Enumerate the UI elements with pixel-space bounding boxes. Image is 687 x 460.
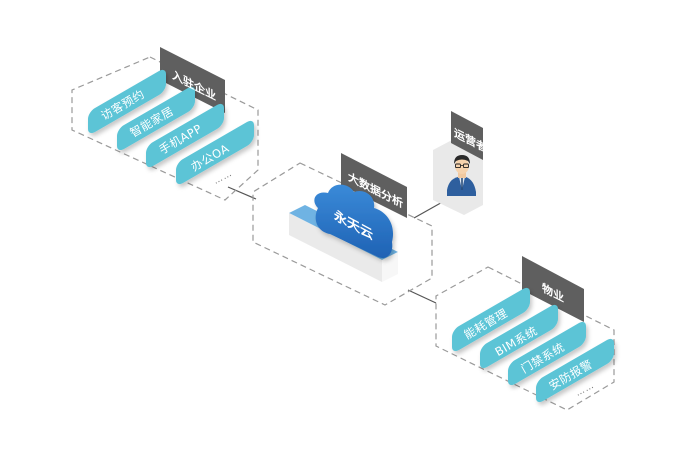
pill-smart-home[interactable] — [117, 84, 195, 153]
operator-group — [433, 111, 483, 215]
pill-visitor-booking[interactable] — [88, 67, 166, 136]
tenants-pills — [88, 67, 254, 187]
analytics-tag-bg — [341, 153, 407, 218]
pill-security-alarm[interactable] — [536, 336, 614, 405]
pill-energy-management[interactable] — [452, 285, 530, 354]
analytics-group — [252, 153, 433, 306]
tenants-tag-bg — [160, 47, 225, 113]
businessman-avatar-icon[interactable] — [447, 155, 476, 196]
property-pills — [452, 285, 614, 405]
pill-bim-system[interactable] — [480, 302, 558, 371]
property-dashed-outline — [435, 266, 615, 411]
pill-access-control[interactable] — [508, 319, 586, 388]
platform-front — [289, 213, 382, 282]
cloud-icon[interactable] — [314, 184, 394, 259]
connector-tenants-analytics — [227, 186, 257, 200]
tenants-dashed-outline — [71, 56, 259, 201]
connector-analytics-property — [407, 289, 437, 304]
property-tag-bg — [522, 256, 584, 322]
analytics-dashed-outline — [252, 162, 433, 306]
platform-side — [382, 252, 398, 282]
property-group — [435, 256, 615, 411]
tenants-group — [71, 47, 259, 201]
operator-tag-bg — [451, 111, 483, 160]
pill-mobile-app[interactable] — [146, 101, 224, 170]
pill-office-oa[interactable] — [176, 118, 254, 187]
